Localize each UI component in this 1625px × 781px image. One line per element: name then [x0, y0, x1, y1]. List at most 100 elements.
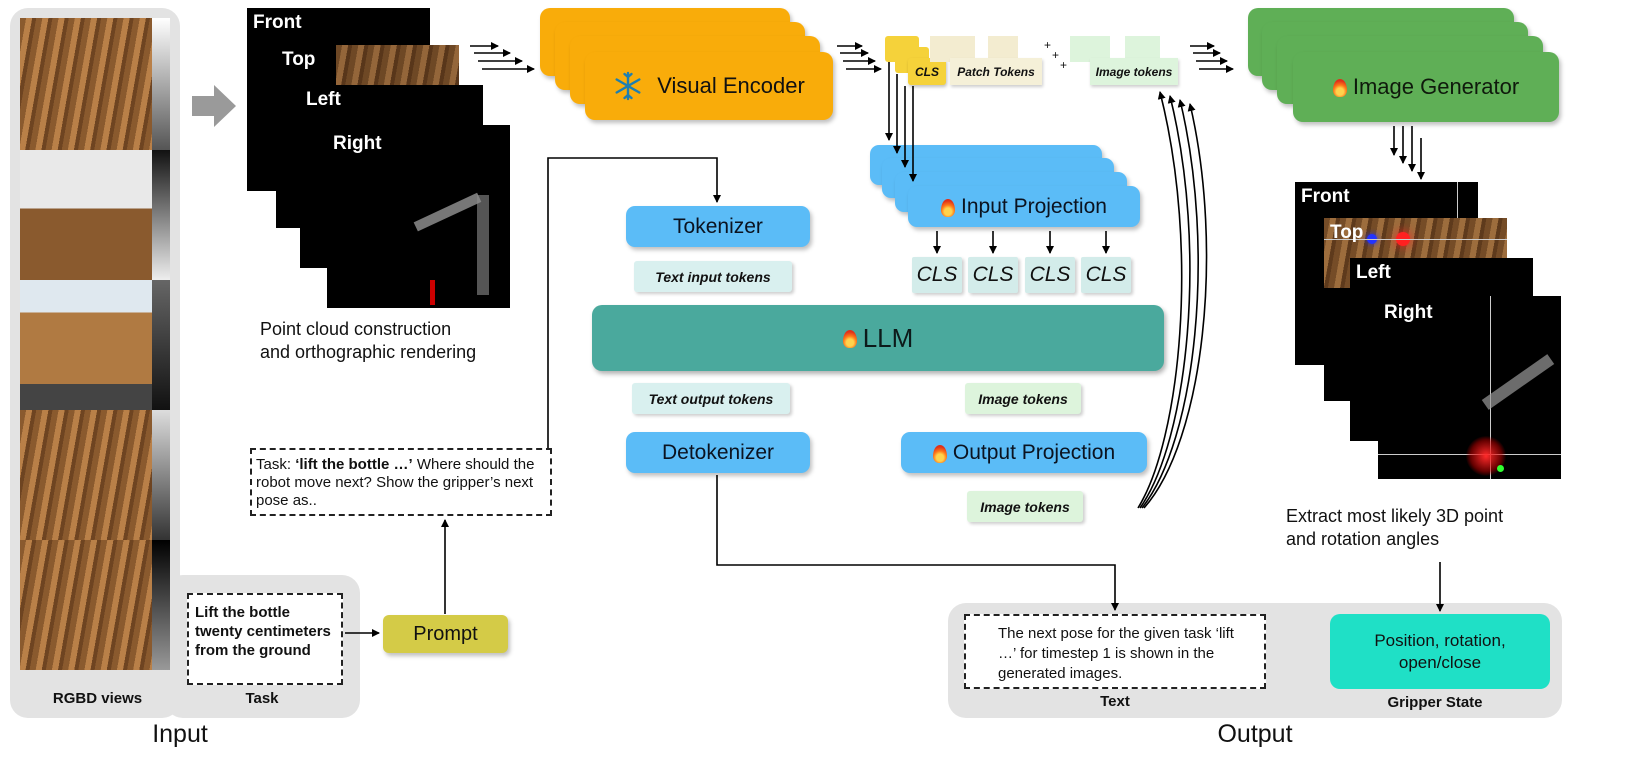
prompt-task: ‘lift the bottle …’ — [295, 456, 413, 473]
snowflake-icon — [615, 71, 641, 101]
cls-out-2-label: CLS — [972, 263, 1014, 286]
prompt-box: Prompt — [383, 615, 508, 653]
extract-caption-line1: Extract most likely 3D point — [1286, 506, 1504, 526]
input-arrow-icon — [192, 85, 236, 127]
rgbd-views — [20, 18, 170, 670]
rgbd-depth-2 — [152, 150, 170, 280]
prompt-label: Prompt — [413, 622, 478, 645]
arrows-curved-to-image-tokens — [1137, 91, 1208, 509]
prompt-prefix: Task: — [256, 456, 296, 473]
cls-out-1: CLS — [912, 257, 962, 293]
view-front-label: Front — [253, 12, 302, 33]
image-tokens-proj-out: Image tokens — [967, 491, 1083, 522]
gen-view-top-label: Top — [1330, 222, 1364, 243]
flame-icon — [941, 197, 956, 217]
rgbd-caption: RGBD views — [52, 690, 143, 707]
text-output-box: The next pose for the given task ‘lift …… — [964, 614, 1266, 689]
rendering-caption-line1: Point cloud construction — [260, 319, 452, 339]
image-tokens-llm-out-label: Image tokens — [978, 390, 1068, 407]
output-projection-label: Output Projection — [952, 440, 1116, 464]
gripper-text: Position, rotation, open/close — [1374, 630, 1506, 672]
plus-2: + — [1052, 48, 1060, 62]
rgbd-depth-3 — [152, 280, 170, 410]
arrow-detokenizer-to-output — [716, 475, 1119, 611]
gen-view-left-label: Left — [1356, 262, 1391, 283]
flame-icon — [842, 328, 857, 348]
image-tokens-top: Image tokens — [1090, 58, 1178, 85]
flame-icon — [1332, 77, 1347, 97]
cls-out-4: CLS — [1081, 257, 1131, 293]
input-section-label: Input — [152, 720, 208, 748]
view-top-label: Top — [282, 49, 316, 70]
task-text: Lift the bottle twenty centimeters from … — [195, 604, 331, 659]
gen-view-right: Right — [1378, 296, 1561, 479]
arrows-tokens-to-generator — [1190, 42, 1234, 73]
text-caption: Text — [1100, 693, 1130, 710]
rendering-caption: Point cloud construction and orthographi… — [260, 318, 476, 364]
patch-tokens: Patch Tokens — [950, 58, 1042, 85]
view-right-label: Right — [333, 133, 382, 154]
gen-view-front-label: Front — [1301, 186, 1350, 207]
rendering-caption-line2: and orthographic rendering — [260, 342, 477, 362]
image-tokens-top-label: Image tokens — [1095, 64, 1173, 79]
arrows-projection-to-cls — [933, 231, 1110, 254]
gen-view-right-label: Right — [1384, 302, 1433, 323]
patch-tokens-label: Patch Tokens — [957, 64, 1035, 79]
rgbd-view-2 — [20, 150, 152, 280]
patch-token-back-2 — [988, 36, 1018, 62]
plus-1: + — [1044, 38, 1052, 52]
cls-token-top: CLS — [908, 58, 946, 85]
llm-label: LLM — [862, 322, 914, 353]
detokenizer-label: Detokenizer — [661, 440, 775, 464]
image-generator-label: Image Generator — [1352, 74, 1520, 99]
image-token-back-2 — [1125, 36, 1160, 62]
rgbd-view-1 — [20, 18, 152, 150]
patch-token-back-1 — [930, 36, 975, 62]
cls-out-4-label: CLS — [1085, 263, 1127, 286]
text-input-tokens: Text input tokens — [634, 261, 792, 292]
image-tokens-proj-out-label: Image tokens — [980, 498, 1070, 515]
arrow-prompt-text-to-tokenizer — [547, 157, 721, 448]
input-projection: Input Projection — [908, 186, 1140, 227]
image-tokens-llm-out: Image tokens — [965, 383, 1081, 414]
output-section-label: Output — [1217, 720, 1293, 748]
tokenizer: Tokenizer — [626, 206, 810, 247]
text-output-tokens-label: Text output tokens — [648, 390, 774, 407]
cls-out-3: CLS — [1025, 257, 1075, 293]
cls-out-3-label: CLS — [1029, 263, 1071, 286]
extract-caption: Extract most likely 3D point and rotatio… — [1286, 505, 1503, 551]
arrows-generator-to-views — [1390, 126, 1425, 180]
prompt-rest: Where should the robot move next? Show t… — [256, 456, 535, 509]
image-generator: Image Generator — [1293, 52, 1559, 122]
text-output: The next pose for the given task ‘lift …… — [998, 625, 1234, 682]
detokenizer: Detokenizer — [626, 432, 810, 473]
task-box: Lift the bottle twenty centimeters from … — [187, 593, 343, 685]
view-right: Right — [327, 125, 510, 308]
prompt-text-box: Task: ‘lift the bottle …’ Where should t… — [250, 448, 552, 516]
image-token-back-1 — [1070, 36, 1110, 62]
text-input-tokens-label: Text input tokens — [655, 268, 771, 285]
llm: LLM — [592, 305, 1164, 371]
arrows-cls-to-input-projection — [885, 62, 917, 182]
rgbd-view-4 — [20, 410, 152, 540]
input-projection-label: Input Projection — [961, 194, 1107, 218]
cls-out-1-label: CLS — [916, 263, 958, 286]
arrows-encoder-to-tokens — [837, 42, 882, 73]
output-projection: Output Projection — [901, 432, 1147, 473]
flame-icon — [932, 443, 947, 463]
tokenizer-label: Tokenizer — [673, 214, 763, 238]
task-caption: Task — [245, 690, 279, 707]
plus-signs: + + + — [1044, 38, 1074, 80]
text-output-tokens: Text output tokens — [632, 383, 790, 414]
cls-token-label: CLS — [915, 64, 939, 79]
visual-encoder-label: Visual Encoder — [657, 73, 805, 98]
rgbd-depth-5 — [152, 540, 170, 670]
rgbd-depth-1 — [152, 18, 170, 150]
rgbd-view-3 — [20, 280, 152, 410]
rgbd-depth-4 — [152, 410, 170, 540]
gripper-caption: Gripper State — [1387, 694, 1483, 711]
visual-encoder: Visual Encoder — [585, 52, 833, 120]
extract-caption-line2: and rotation angles — [1286, 529, 1440, 549]
view-left-label: Left — [306, 89, 341, 110]
